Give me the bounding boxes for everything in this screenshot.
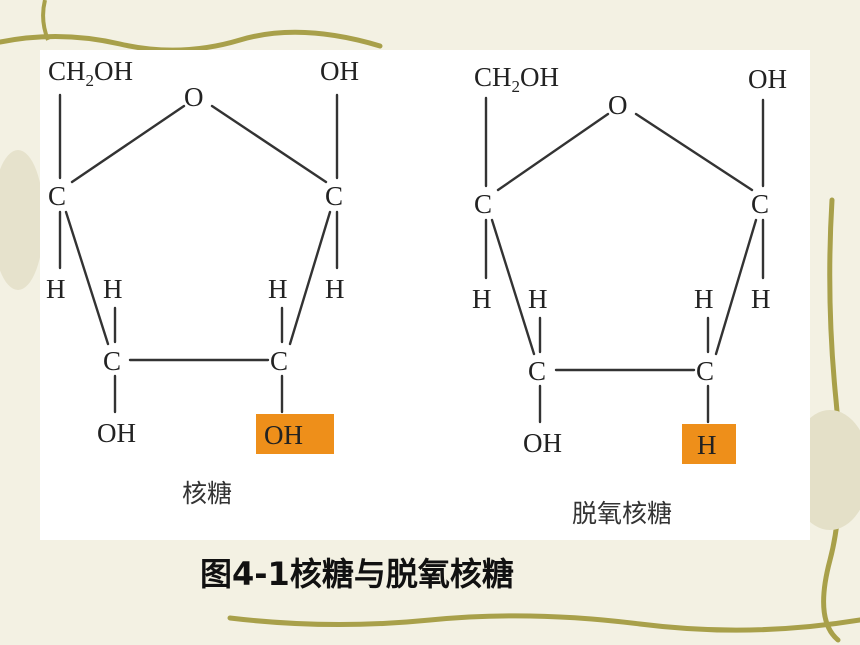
top-vine-border [0, 29, 383, 53]
ribose-carbon-1: C [325, 181, 343, 211]
deoxyribose-h-left-inner: H [528, 284, 548, 314]
ribose-highlight-box [256, 414, 334, 454]
left-vine-top [41, 0, 50, 41]
deoxyribose-highlight-box [682, 424, 736, 464]
ribose-bottom-left-oh: OH [97, 418, 136, 448]
deoxyribose-caption: 脱氧核糖 [572, 499, 672, 528]
deoxyribose-ring-oxygen: O [608, 90, 628, 120]
ribose-h-right-inner: H [268, 274, 288, 304]
ribose-carbon-3: C [103, 346, 121, 376]
ribose-bond-o-c1 [210, 104, 328, 184]
ribose-bottom-right-oh: OH [264, 420, 303, 450]
deoxyribose-h-left-outer: H [472, 284, 492, 314]
ribose-h-left-inner: H [103, 274, 123, 304]
deoxyribose-carbon-1: C [751, 189, 769, 219]
deoxyribose-bond-c4-o [496, 112, 610, 192]
ribose-bond-c2-c1 [288, 210, 332, 346]
ribose-top-oh-label: OH [320, 56, 359, 86]
ribose-bond-c4-c3 [64, 210, 110, 346]
diagram-panel [40, 50, 810, 540]
bottom-vine-border [227, 613, 860, 633]
ribose-bond-c4-o [70, 104, 186, 184]
ribose-h-left-outer: H [46, 274, 66, 304]
ribose-carbon-4: C [48, 181, 66, 211]
deoxyribose-ch2oh-label: CH2OH [474, 62, 559, 96]
deoxyribose-bottom-left-oh: OH [523, 428, 562, 458]
deoxyribose-bond-c2-c1 [714, 218, 758, 356]
deoxyribose-structure: CH2OH OH O C C H H H H C C OH H 脱氧核糖 [472, 62, 787, 528]
ribose-h-right-outer: H [325, 274, 345, 304]
leaf-shadow [0, 150, 44, 290]
deoxyribose-h-right-outer: H [751, 284, 771, 314]
deoxyribose-carbon-2: C [696, 356, 714, 386]
ribose-ring-oxygen: O [184, 82, 204, 112]
deoxyribose-h-right-inner: H [694, 284, 714, 314]
deoxyribose-bottom-right-h: H [697, 430, 717, 460]
ribose-caption: 核糖 [182, 479, 232, 508]
ribose-structure: CH2OH OH O C C H H H H C C OH OH 核糖 [46, 56, 359, 508]
deoxyribose-carbon-4: C [474, 189, 492, 219]
ribose-carbon-2: C [270, 346, 288, 376]
figure-title: 图4-1核糖与脱氧核糖 [200, 555, 514, 593]
deoxyribose-carbon-3: C [528, 356, 546, 386]
deoxyribose-bond-o-c1 [634, 112, 754, 192]
deoxyribose-top-oh-label: OH [748, 64, 787, 94]
deoxyribose-bond-c4-c3 [490, 218, 536, 356]
ribose-ch2oh-label: CH2OH [48, 56, 133, 90]
